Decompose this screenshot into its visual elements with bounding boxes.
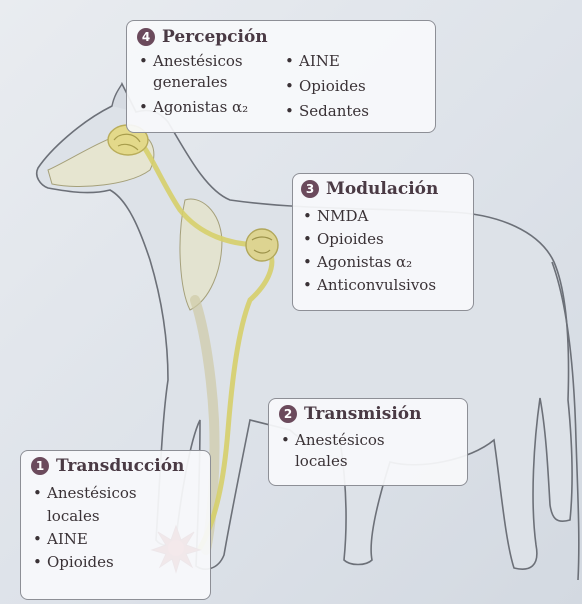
list-item: locales (279, 451, 457, 472)
perception-list-left: Anestésicos generales Agonistas α₂ (137, 51, 277, 122)
perception-number-badge: 4 (137, 28, 155, 46)
list-item: Agonistas α₂ (137, 97, 277, 118)
list-item: Agonistas α₂ (301, 251, 465, 274)
perception-title: Percepción (162, 27, 268, 47)
list-item: NMDA (301, 205, 465, 228)
modulation-list: NMDA Opioides Agonistas α₂ Anticonvulsiv… (301, 205, 465, 297)
spinal-cord-section (246, 229, 278, 261)
list-item: Anestésicos (137, 51, 277, 72)
list-item: Opioides (301, 228, 465, 251)
list-item: Sedantes (283, 101, 369, 122)
transmission-number-badge: 2 (279, 405, 297, 423)
list-item: generales (137, 72, 277, 93)
list-item: Anestésicos (279, 430, 457, 451)
list-item: AINE (31, 528, 200, 551)
list-item: Anestésicos (31, 482, 200, 505)
transmission-list: Anestésicos locales (279, 430, 457, 472)
list-item: Anticonvulsivos (301, 274, 465, 297)
transduction-title: Transducción (56, 456, 184, 476)
modulation-title: Modulación (326, 179, 438, 199)
modulation-box: 3 Modulación NMDA Opioides Agonistas α₂ … (292, 173, 474, 311)
transduction-number-badge: 1 (31, 457, 49, 475)
list-item: AINE (283, 51, 369, 72)
list-item: Opioides (283, 76, 369, 97)
list-item: Opioides (31, 551, 200, 574)
transmission-title: Transmisión (304, 404, 422, 424)
transduction-list: Anestésicos locales AINE Opioides (31, 482, 200, 574)
list-item: locales (31, 505, 200, 528)
modulation-number-badge: 3 (301, 180, 319, 198)
transduction-box: 1 Transducción Anestésicos locales AINE … (20, 450, 211, 600)
perception-box: 4 Percepción Anestésicos generales Agoni… (126, 20, 436, 133)
perception-list-right: AINE Opioides Sedantes (283, 51, 369, 122)
transmission-box: 2 Transmisión Anestésicos locales (268, 398, 468, 486)
